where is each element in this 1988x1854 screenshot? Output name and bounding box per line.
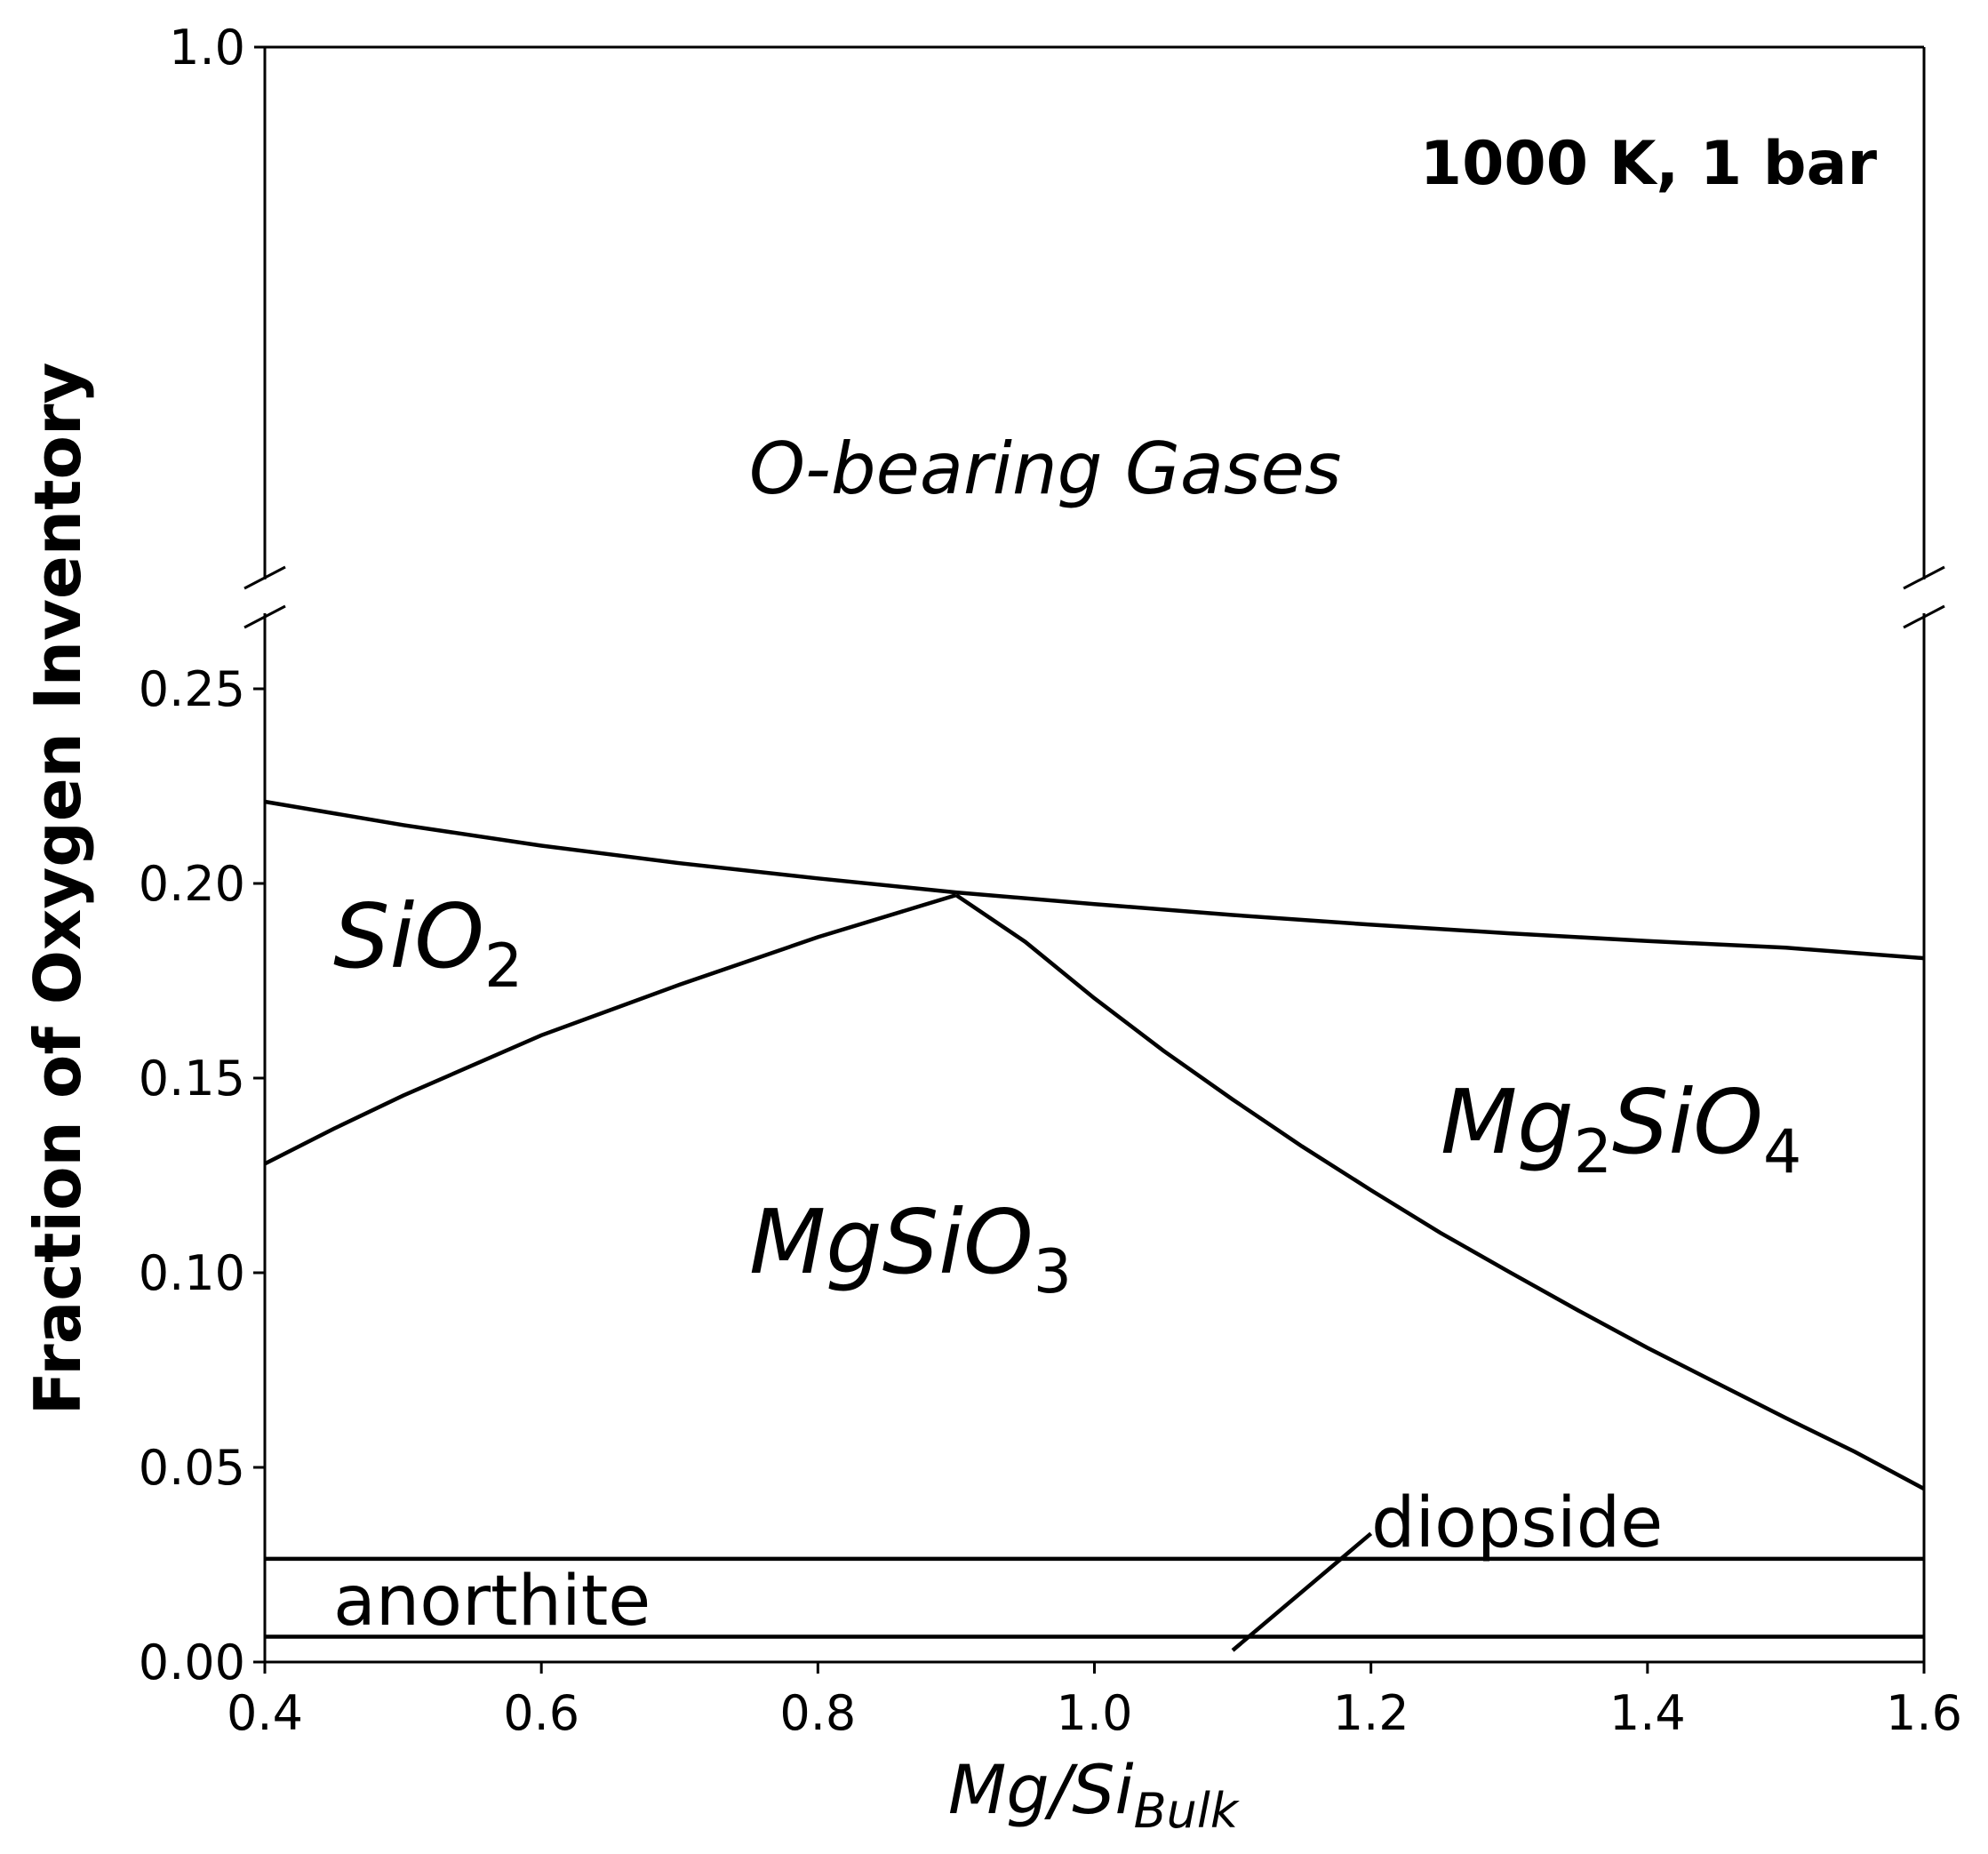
region-label-diopside: diopside: [1371, 1483, 1663, 1563]
region-label-gases: O-bearing Gases: [749, 428, 1341, 510]
x-tick-label: 0.8: [779, 1685, 856, 1741]
x-axis-ticks: 0.4 0.6 0.8 1.0 1.2 1.4 1.6: [227, 1662, 1962, 1741]
axis-break-marks: [244, 565, 1945, 629]
y-tick-label: 0.05: [139, 1440, 245, 1496]
region-label-mg2sio4: Mg2SiO4: [1441, 1070, 1801, 1187]
series-line-1: [263, 892, 957, 1166]
y-tick-label: 0.25: [139, 661, 245, 717]
y-upper-tick-label: 1.0: [169, 20, 245, 76]
x-tick-label: 0.4: [227, 1685, 303, 1741]
x-tick-label: 1.0: [1057, 1685, 1133, 1741]
y-axis-label: Fraction of Oxygen Inventory: [20, 363, 95, 1416]
x-tick-label: 1.2: [1333, 1685, 1409, 1741]
series-line-0: [264, 799, 1925, 961]
condition-annotation: 1000 K, 1 bar: [1420, 129, 1878, 199]
x-axis-label: Mg/SiBulk: [948, 1750, 1241, 1839]
y-tick-label: 0.00: [139, 1634, 245, 1690]
y-tick-label: 0.20: [139, 856, 245, 912]
region-label-mgsio3: MgSiO3: [749, 1190, 1072, 1307]
y-tick-label: 0.10: [139, 1245, 245, 1301]
diopside-pointer-line: [1231, 1531, 1373, 1652]
series-lines: [263, 799, 1926, 1639]
x-tick-label: 0.6: [503, 1685, 579, 1741]
x-tick-label: 1.4: [1609, 1685, 1686, 1741]
region-label-anorthite: anorthite: [333, 1562, 651, 1642]
region-label-sio2: SiO2: [333, 884, 523, 1002]
series-line-2: [954, 893, 1926, 1491]
y-axis-ticks: 0.00 0.05 0.10 0.15 0.20 0.25: [139, 661, 265, 1690]
upper-panel-frame: [263, 45, 1926, 579]
y-tick-label: 0.15: [139, 1051, 245, 1107]
x-tick-label: 1.6: [1886, 1685, 1962, 1741]
